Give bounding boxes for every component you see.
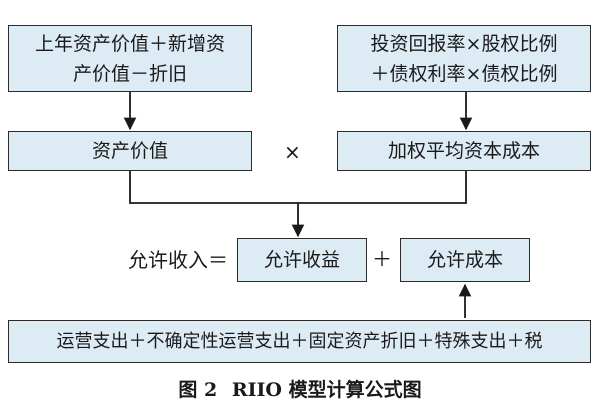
rate-formula-box: 投资回报率×股权比例 ＋债权利率×债权比例 xyxy=(337,25,591,92)
rate-formula-line-1: 投资回报率×股权比例 xyxy=(370,32,558,55)
figure-title: RIIO 模型计算公式图 xyxy=(231,379,422,401)
figure-caption: 图 2 RIIO 模型计算公式图 xyxy=(0,375,600,402)
asset-value-box: 资产价值 xyxy=(8,131,252,171)
merge-line xyxy=(129,171,467,204)
plus-operator: ＋ xyxy=(372,247,392,271)
allowed-revenue-label: 允许收入＝ xyxy=(128,248,228,272)
last-year-value-line-2: 产价值－折旧 xyxy=(72,62,187,85)
allowed-cost-label: 允许成本 xyxy=(426,249,503,271)
wacc-box: 加权平均资本成本 xyxy=(337,131,591,171)
wacc-label: 加权平均资本成本 xyxy=(387,140,540,162)
cost-components-box: 运营支出＋不确定性运营支出＋固定资产折旧＋特殊支出＋税 xyxy=(8,320,591,363)
asset-value-label: 资产价值 xyxy=(91,140,168,162)
allowed-return-label: 允许收益 xyxy=(263,249,340,271)
cost-components-label: 运营支出＋不确定性运营支出＋固定资产折旧＋特殊支出＋税 xyxy=(56,330,543,352)
last-year-value-line-1: 上年资产价值＋新增资 xyxy=(34,32,225,55)
figure-number: 图 2 xyxy=(178,379,218,401)
rate-formula-line-2: ＋债权利率×债权比例 xyxy=(370,62,558,85)
multiply-operator: × xyxy=(284,140,301,164)
last-year-value-box: 上年资产价值＋新增资 产价值－折旧 xyxy=(8,25,252,92)
allowed-cost-box: 允许成本 xyxy=(400,238,530,282)
allowed-return-box: 允许收益 xyxy=(237,238,367,282)
